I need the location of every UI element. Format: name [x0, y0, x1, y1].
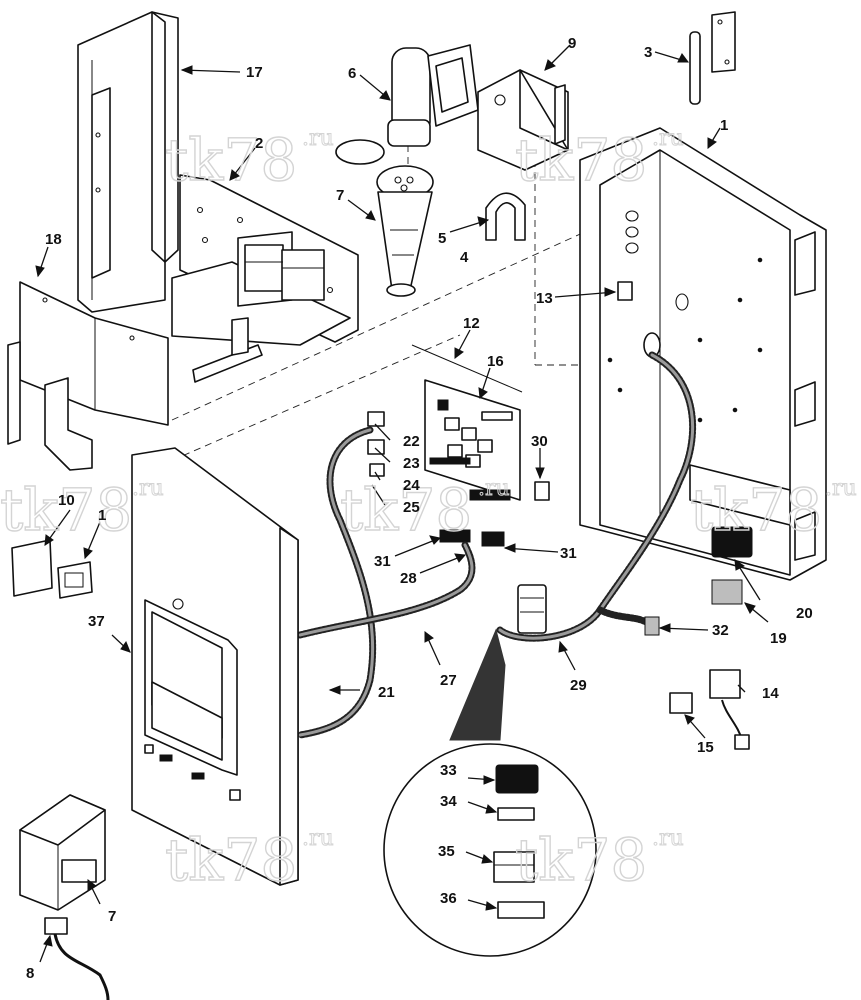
callout-8: 8: [26, 965, 34, 982]
callout-25: 25: [403, 499, 420, 516]
callouts: 17 6 9 3 1 2 7 5 4 18 13 12 16 30 22 23 …: [26, 35, 813, 982]
callout-29: 29: [570, 677, 587, 694]
plug-6: [387, 44, 479, 147]
watermark-suffix: .ru: [652, 826, 684, 851]
callout-34: 34: [440, 793, 457, 810]
callout-27: 27: [440, 672, 457, 689]
callout-4: 4: [460, 249, 469, 266]
rear-bracket-18: [7, 281, 169, 471]
callout-36: 36: [440, 890, 457, 907]
callout-5: 5: [438, 230, 446, 247]
watermark-text: tk78: [515, 126, 647, 194]
watermark-suffix: .ru: [478, 476, 510, 501]
callout-22: 22: [403, 433, 420, 450]
callout-33: 33: [440, 762, 457, 779]
arrow-heads: [35, 53, 756, 947]
callout-1-small: 1: [98, 507, 106, 524]
side-panel-17: [77, 11, 179, 313]
connector-cable-8: [44, 917, 110, 1000]
hinge-3: [689, 11, 736, 105]
callout-3: 3: [644, 44, 652, 61]
watermark-suffix: .ru: [302, 826, 334, 851]
callout-12: 12: [463, 315, 480, 332]
callout-6: 6: [348, 65, 356, 82]
callout-35: 35: [438, 843, 455, 860]
callout-20: 20: [796, 605, 813, 622]
callout-7-module: 7: [108, 908, 116, 925]
callout-32: 32: [712, 622, 729, 639]
callout-2: 2: [255, 135, 263, 152]
callout-13: 13: [536, 290, 553, 307]
callout-7: 7: [336, 187, 344, 204]
callout-9: 9: [568, 35, 576, 52]
watermarks: tk78 .ru tk78 .ru tk78 .ru tk78 .ru tk78…: [0, 125, 857, 894]
watermark-text: tk78: [515, 826, 647, 894]
callout-31-left: 31: [374, 553, 391, 570]
callout-37: 37: [88, 613, 105, 630]
callout-15: 15: [697, 739, 714, 756]
watermark-text: tk78: [340, 476, 472, 544]
callout-24: 24: [403, 477, 420, 494]
watermark-suffix: .ru: [652, 126, 684, 151]
watermark-text: tk78: [0, 476, 132, 544]
cable-clamp-5: [485, 192, 526, 241]
leader-lines: [37, 44, 769, 963]
label-parts-10: [11, 539, 93, 599]
connectors-group: [367, 411, 550, 547]
bracket-9: [477, 69, 569, 171]
controller-module-7: [19, 794, 106, 911]
watermark-suffix: .ru: [825, 476, 857, 501]
callout-21: 21: [378, 684, 395, 701]
callout-19: 19: [770, 630, 787, 647]
callout-14: 14: [762, 685, 779, 702]
plug-7: [335, 139, 434, 297]
contactor-plate-2: [171, 174, 359, 383]
callout-28: 28: [400, 570, 417, 587]
callout-18: 18: [45, 231, 62, 248]
detail-circle: [383, 628, 597, 957]
callout-10: 10: [58, 492, 75, 509]
watermark-text: tk78: [165, 826, 297, 894]
callout-16: 16: [487, 353, 504, 370]
front-panel-37: [131, 447, 299, 886]
control-board-16: [411, 344, 523, 501]
callout-17: 17: [246, 64, 263, 81]
callout-1: 1: [720, 117, 728, 134]
watermark-suffix: .ru: [132, 476, 164, 501]
watermark-text: tk78: [165, 126, 297, 194]
wiring-harness: [296, 351, 697, 739]
watermark-text: tk78: [690, 476, 822, 544]
callout-23: 23: [403, 455, 420, 472]
watermark-suffix: .ru: [302, 126, 334, 151]
callout-30: 30: [531, 433, 548, 450]
callout-31-right: 31: [560, 545, 577, 562]
relays-group: [644, 526, 753, 750]
housing-1: [579, 127, 827, 581]
